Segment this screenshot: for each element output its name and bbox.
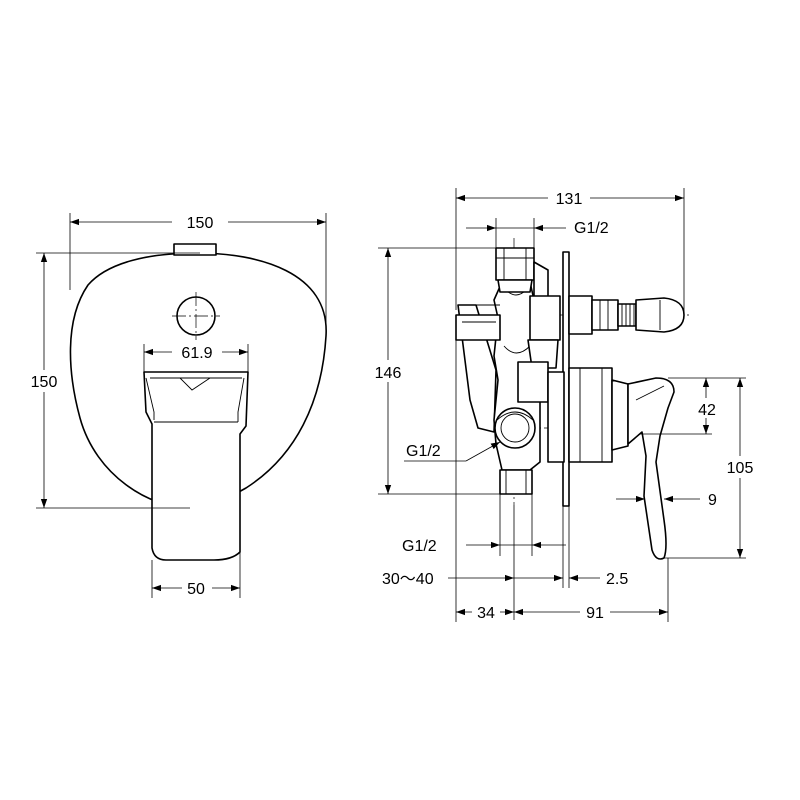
dim-label-front-offset: 91 [586, 605, 604, 622]
dim-label-side-port: G1/2 [406, 443, 441, 460]
dim-label-width: 150 [187, 215, 214, 232]
dim-label-install-depth: 30～40 [382, 571, 434, 588]
top-notch [173, 243, 217, 256]
cartridge-housing [568, 367, 613, 463]
dim-label-rear-offset: 34 [477, 605, 495, 622]
lever-handle [143, 371, 249, 561]
dim-label-bottom-port: G1/2 [402, 538, 437, 555]
dim-label-lever-thickness: 9 [708, 492, 717, 509]
dim-label-handle-base: 50 [187, 581, 205, 598]
top-port [495, 247, 535, 281]
dim-label-height: 150 [31, 374, 58, 391]
dim-side-port [465, 441, 501, 462]
dim-label-overall-height: 146 [375, 365, 402, 382]
lever-side [627, 377, 675, 560]
side-view: 131 G1/2 146 G1/2 42 105 9 [366, 187, 760, 622]
dim-label-top-port: G1/2 [574, 220, 609, 237]
dim-label-overall-width: 131 [556, 191, 583, 208]
dim-label-plate-thickness: 2.5 [606, 571, 628, 588]
dim-label-lever-offset: 42 [698, 402, 716, 419]
front-view: 150 150 61.9 50 [22, 210, 327, 598]
dim-label-handle-width: 61.9 [181, 345, 212, 362]
bottom-port [499, 469, 533, 495]
dim-label-lever-height: 105 [727, 460, 754, 477]
